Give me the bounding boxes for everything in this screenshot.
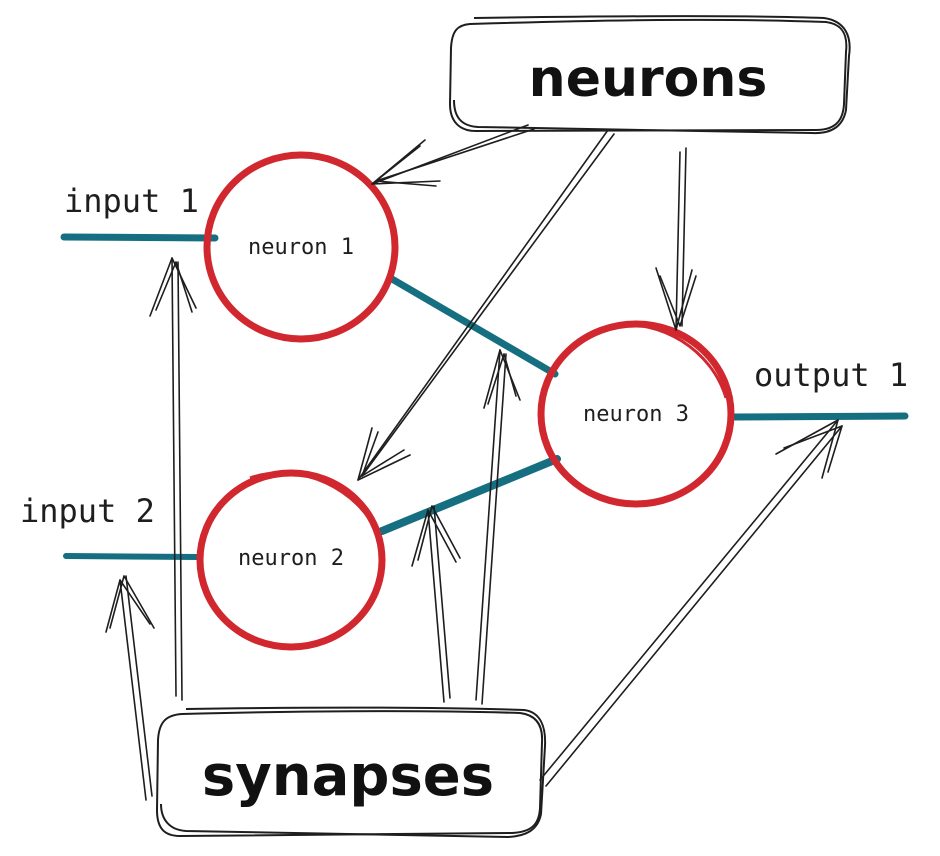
output-1-label: output 1 xyxy=(754,356,908,394)
synapses-box-label: synapses xyxy=(202,744,494,809)
neuron-1-label: neuron 1 xyxy=(248,235,354,260)
label-boxes xyxy=(155,15,851,839)
neuron-3-node xyxy=(537,320,735,508)
neuron-2-label: neuron 2 xyxy=(238,546,344,571)
input-2-label: input 2 xyxy=(20,492,155,530)
neurons-box-label: neurons xyxy=(529,49,768,109)
synapse-input-2 xyxy=(63,553,201,560)
synapse-input-1 xyxy=(60,233,219,242)
arrow-synapses-to-output-1 xyxy=(539,419,843,787)
annotation-arrows xyxy=(105,124,843,801)
arrow-synapses-to-input-2 xyxy=(105,575,155,801)
neuron-1-node xyxy=(203,151,399,343)
synapse-output-1 xyxy=(731,412,909,421)
neuron-2-node xyxy=(196,469,386,651)
neurons xyxy=(196,151,735,651)
arrow-neurons-to-neuron-2 xyxy=(357,129,615,481)
arrow-synapses-to-synapse-1-3 xyxy=(475,349,521,705)
text-labels: neurons synapses neuron 1 neuron 2 neuro… xyxy=(20,49,908,809)
synapses-box xyxy=(155,706,547,839)
neuron-3-label: neuron 3 xyxy=(583,402,689,427)
arrow-neurons-to-neuron-1 xyxy=(371,124,535,187)
neurons-box xyxy=(448,15,851,135)
synapse-neuron1-neuron3 xyxy=(388,275,559,378)
arrow-neurons-to-neuron-3 xyxy=(655,147,697,331)
input-1-label: input 1 xyxy=(64,182,199,220)
arrow-synapses-to-input-1 xyxy=(149,257,197,701)
synapse-neuron2-neuron3 xyxy=(378,455,561,535)
synapse-lines xyxy=(60,233,909,560)
arrow-synapses-to-synapse-2-3 xyxy=(411,505,461,703)
